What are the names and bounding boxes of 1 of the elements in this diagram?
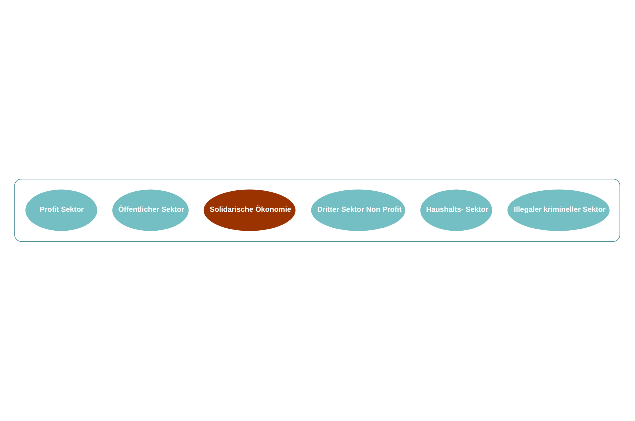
cluster xyxy=(14,178,620,242)
